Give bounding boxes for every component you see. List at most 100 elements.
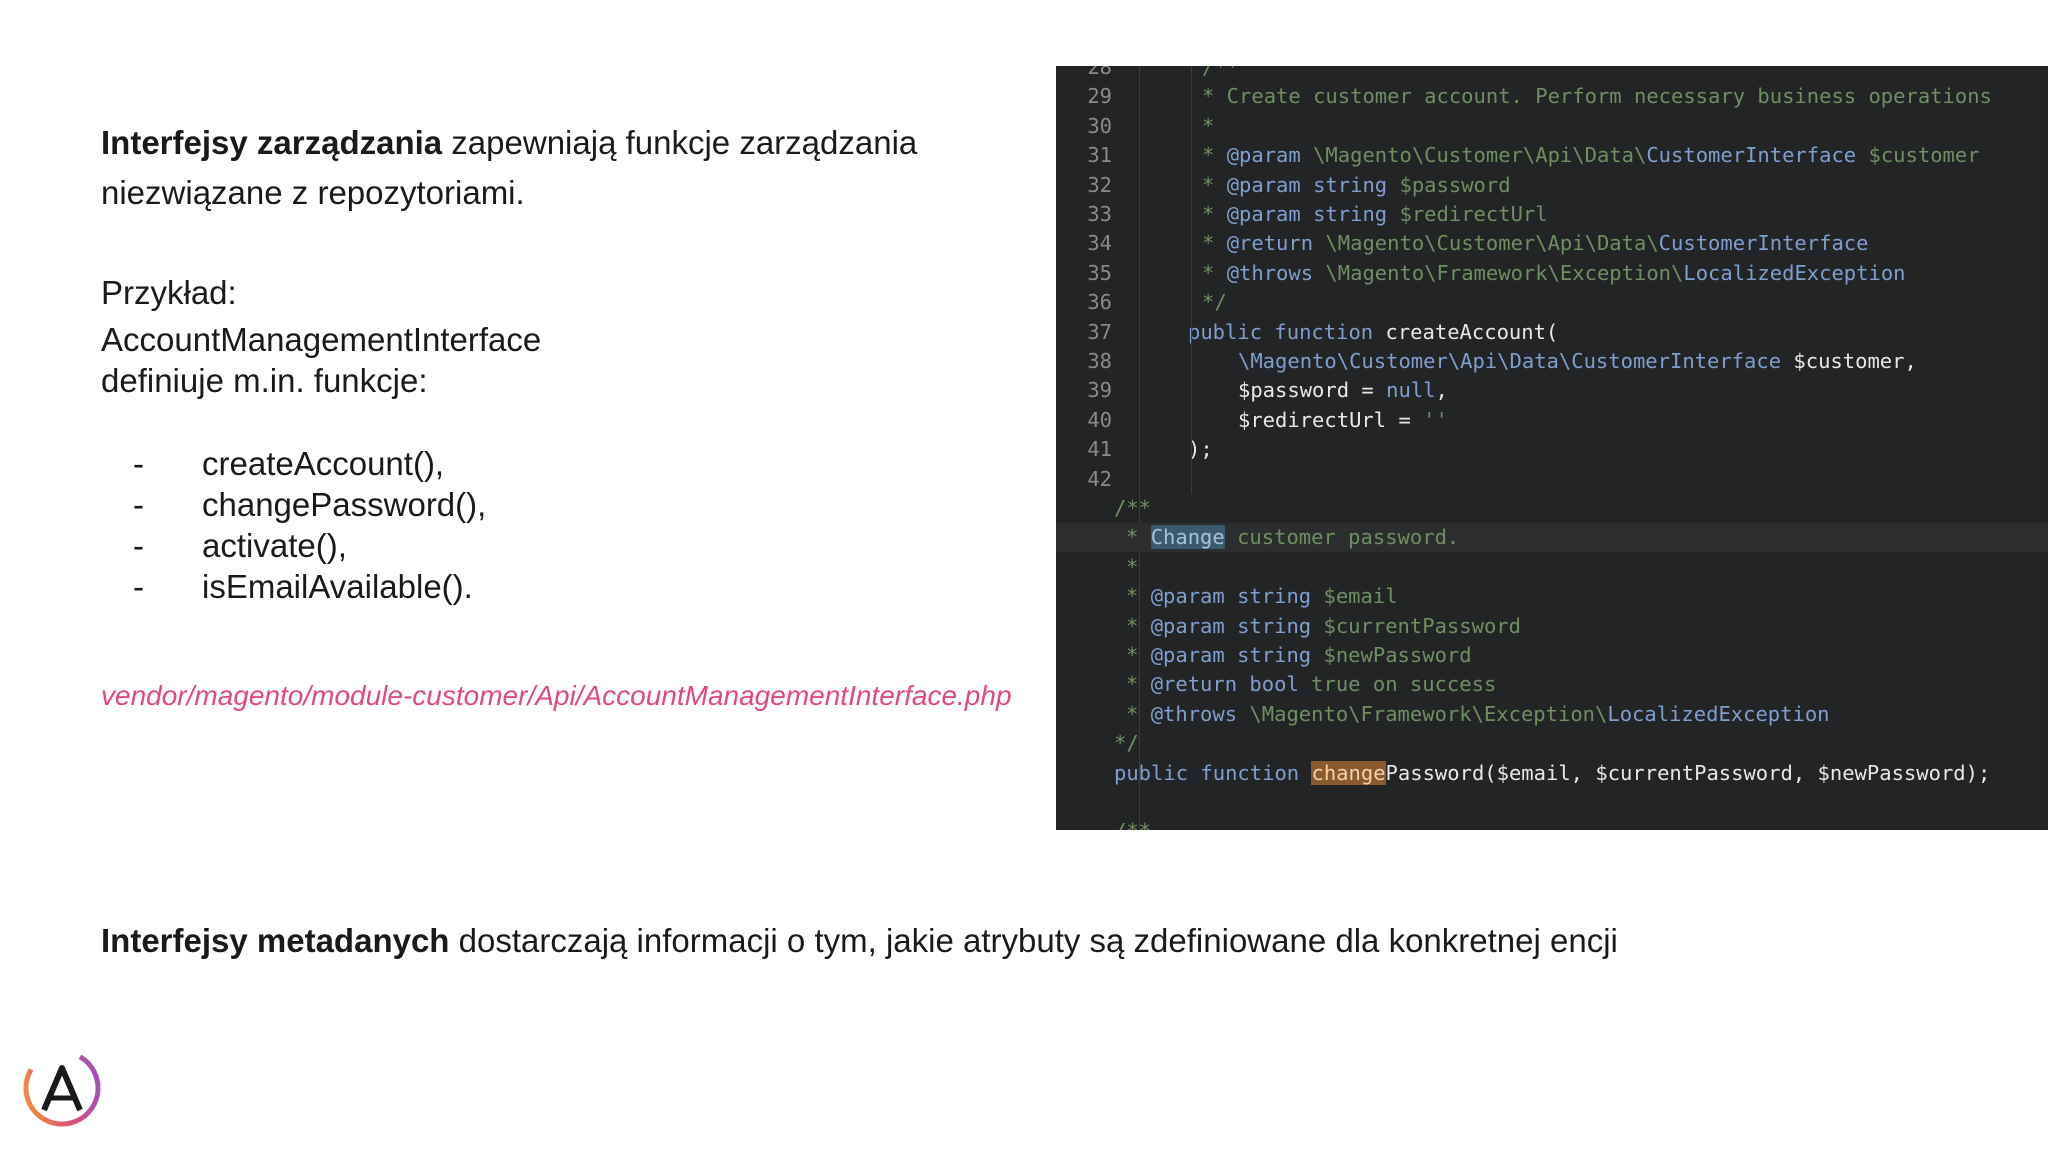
code-token: $email xyxy=(1311,584,1398,609)
code-token: \Magento\Customer\Api\Data\CustomerInter… xyxy=(1238,349,1794,373)
line-number: 28 xyxy=(1087,66,1112,79)
code-token: $currentPassword xyxy=(1311,613,1521,638)
code-token: $password xyxy=(1387,172,1511,197)
code-token: @return xyxy=(1226,231,1314,256)
line-number: 29 xyxy=(1087,84,1112,109)
function-name: changePassword(), xyxy=(202,486,487,523)
code-token: customer password. xyxy=(1224,525,1460,550)
code-line: 34 * @return \Magento\Customer\Api\Data\C… xyxy=(1056,229,2048,258)
code-line: * @throws \Magento\Framework\Exception\L… xyxy=(1056,700,2048,729)
code-token: = xyxy=(1386,407,1424,432)
code-token: * xyxy=(1126,525,1151,550)
code-line: /** xyxy=(1056,494,2048,523)
code-token: * xyxy=(1126,613,1151,638)
code-token: /** xyxy=(1114,496,1152,520)
code-token: \Magento\Customer\Api\Data\ xyxy=(1313,231,1659,256)
code-token: $password xyxy=(1238,378,1350,403)
code-token: * Create customer account. Perform neces… xyxy=(1202,84,1992,109)
code-token: @throws xyxy=(1226,260,1314,285)
code-line: 35* @throws \Magento\Framework\Exception… xyxy=(1056,259,2048,288)
gutter-divider xyxy=(1139,66,1140,830)
list-dash: - xyxy=(133,486,144,523)
code-token: */ xyxy=(1202,290,1227,315)
code-line: 38 \Magento\Customer\Api\Data\CustomerInt… xyxy=(1056,347,2048,376)
code-text: */ xyxy=(1114,729,1139,758)
intro-text: zapewniają funkcje zarządzania niezwiąza… xyxy=(101,124,918,211)
line-number: 41 xyxy=(1087,437,1112,462)
code-token: CustomerInterface xyxy=(1646,143,1857,168)
code-token: string xyxy=(1224,643,1312,667)
code-token: , xyxy=(1435,378,1448,403)
function-name: createAccount(), xyxy=(202,445,445,482)
code-token: $redirectUrl xyxy=(1238,407,1387,432)
function-list: -createAccount(), -changePassword(), -ac… xyxy=(101,443,486,607)
code-token: * xyxy=(1202,260,1227,285)
code-line: 28 /** xyxy=(1056,66,2048,82)
line-number: 31 xyxy=(1087,143,1112,168)
code-token: $customer xyxy=(1856,143,1980,168)
code-line: 31 * @param \Magento\Customer\Api\Data\Cu… xyxy=(1056,141,2048,170)
intro-bold: Interfejsy zarządzania xyxy=(101,124,443,161)
code-token: @param xyxy=(1226,143,1301,168)
code-token: public function xyxy=(1114,760,1312,785)
code-line: 40$redirectUrl = '' xyxy=(1056,406,2048,435)
code-token: createAccount( xyxy=(1385,319,1559,344)
code-token: \Magento\Customer\Api\Data\ xyxy=(1300,143,1647,168)
code-line: 32* @param string $password xyxy=(1056,171,2048,200)
code-text: * Change customer password. xyxy=(1126,523,1459,552)
bottom-bold: Interfejsy metadanych xyxy=(101,922,450,959)
line-number: 40 xyxy=(1087,407,1112,432)
code-token: $redirectUrl xyxy=(1387,202,1548,226)
line-number: 42 xyxy=(1087,466,1112,491)
code-token: * xyxy=(1126,701,1151,726)
code-token: */ xyxy=(1114,731,1139,756)
code-text: * @param string $redirectUrl xyxy=(1202,200,1548,229)
code-line: 33* @param string $redirectUrl xyxy=(1056,200,2048,229)
code-token: \Magento\Framework\Exception\ xyxy=(1237,701,1608,726)
code-text: \Magento\Customer\Api\Data\CustomerInter… xyxy=(1238,347,1917,376)
code-token: * xyxy=(1126,584,1151,609)
bottom-text: dostarczają informacji o tym, jakie atry… xyxy=(449,922,1618,959)
code-token: null xyxy=(1386,378,1436,403)
bottom-paragraph: Interfejsy metadanych dostarczają inform… xyxy=(101,918,1618,964)
code-token: change xyxy=(1311,760,1386,785)
code-line: * @return bool true on success xyxy=(1056,670,2048,699)
code-text: * @throws \Magento\Framework\Exception\L… xyxy=(1202,259,1906,288)
code-line: 41); xyxy=(1056,435,2048,464)
list-item: -createAccount(), xyxy=(101,443,486,484)
code-text: public function changePassword($email, $… xyxy=(1114,759,1990,788)
line-number: 38 xyxy=(1087,349,1112,373)
indent-guide xyxy=(1191,66,1192,494)
code-token: @param xyxy=(1226,172,1301,197)
code-text: * @param \Magento\Customer\Api\Data\Cust… xyxy=(1202,141,1980,170)
code-line: 42 xyxy=(1056,465,2048,494)
code-token: $newPassword xyxy=(1311,643,1472,667)
code-text: * Create customer account. Perform neces… xyxy=(1202,82,1992,111)
logo-icon xyxy=(23,1049,101,1127)
code-token: * xyxy=(1202,202,1227,226)
code-token: @return xyxy=(1150,672,1238,697)
code-screenshot: 28 /** 29 * Create customer account. Perfor… xyxy=(1056,66,2048,830)
code-text: /** xyxy=(1114,817,1151,830)
code-token: LocalizedException xyxy=(1607,701,1830,726)
code-line xyxy=(1056,788,2048,817)
code-token: * xyxy=(1126,643,1151,667)
code-token: * xyxy=(1202,113,1215,138)
line-number: 34 xyxy=(1087,231,1112,256)
code-text: ); xyxy=(1188,435,1213,464)
code-line: * xyxy=(1056,553,2048,582)
code-token: * xyxy=(1126,554,1139,579)
example-label: Przykład: xyxy=(101,274,237,311)
code-line: 30* xyxy=(1056,112,2048,141)
code-text: * @return \Magento\Customer\Api\Data\Cus… xyxy=(1202,229,1869,258)
line-number: 36 xyxy=(1087,290,1112,315)
code-token: true on success xyxy=(1298,672,1497,697)
code-line: * @param string $newPassword xyxy=(1056,641,2048,670)
code-text: * @return bool true on success xyxy=(1126,670,1496,699)
file-path: vendor/magento/module-customer/Api/Accou… xyxy=(101,680,1012,711)
code-token: /** xyxy=(1202,66,1240,79)
code-text: * @throws \Magento\Framework\Exception\L… xyxy=(1126,700,1830,729)
